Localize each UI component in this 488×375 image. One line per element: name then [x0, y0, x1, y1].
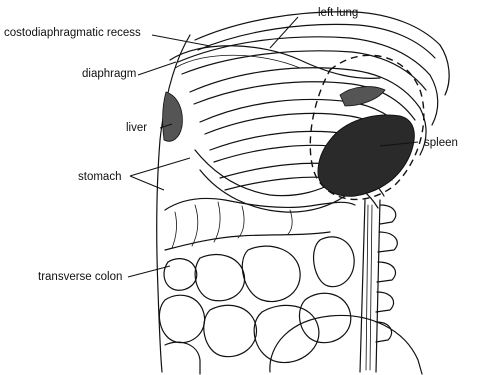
left-lung-leader	[270, 17, 298, 48]
diaphragm-leader	[138, 62, 176, 75]
label-left-lung: left lung	[318, 7, 358, 19]
bottom-loop	[270, 315, 422, 374]
liver-shape	[163, 92, 183, 141]
costodiaphragmatic-recess-leader	[152, 35, 210, 46]
label-liver: liver	[126, 122, 147, 134]
label-stomach: stomach	[78, 171, 121, 183]
body-outline	[157, 35, 190, 372]
small-intestine-loops	[159, 237, 354, 374]
label-transverse-colon: transverse colon	[38, 271, 122, 283]
vertebral-column	[360, 200, 397, 372]
spleen-shape	[318, 115, 414, 196]
label-spleen: spleen	[424, 137, 458, 149]
rib-cage	[178, 12, 449, 208]
label-diaphragm: diaphragm	[82, 68, 136, 80]
diaphragm-dome	[170, 46, 380, 79]
stomach-leader-upper	[130, 158, 190, 176]
label-costodiaphragmatic-recess: costodiaphragmatic recess	[4, 27, 141, 39]
stomach-leader-lower	[130, 176, 164, 190]
